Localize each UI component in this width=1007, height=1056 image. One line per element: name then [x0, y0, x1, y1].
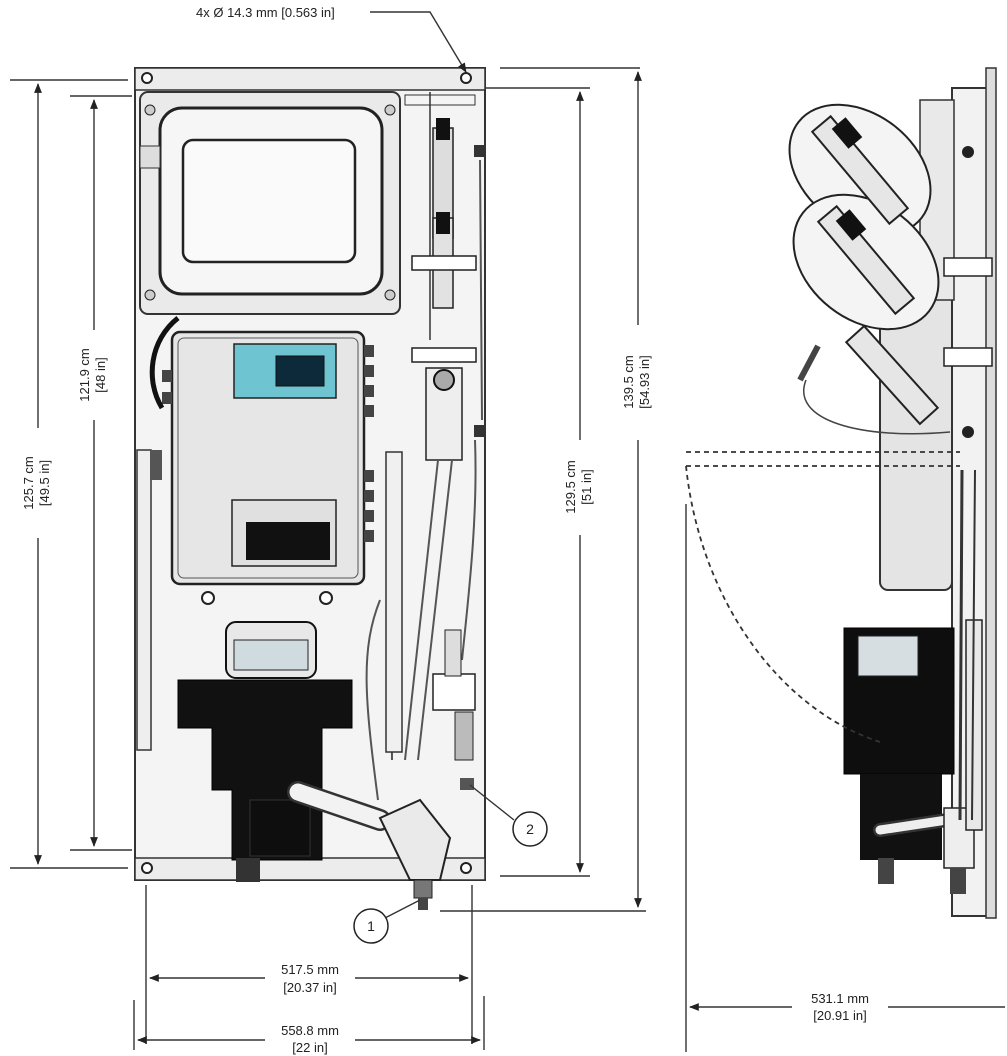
front-view: [134, 67, 486, 910]
display-screen-icon: [275, 355, 325, 387]
width-outer-in: [22 in]: [292, 1040, 327, 1055]
cable: [149, 316, 180, 410]
callout-2: 2: [469, 784, 548, 847]
height-total-in: [54.93 in]: [637, 355, 652, 409]
height-total-cm: 139.5 cm: [621, 355, 636, 408]
controller-enclosure: [162, 330, 374, 605]
width-inner-in: [20.37 in]: [283, 980, 337, 995]
mounting-hole-label: 4x Ø 14.3 mm [0.563 in]: [196, 5, 335, 20]
drain-fitting: [287, 781, 452, 910]
width-outer-mm: 558.8 mm: [281, 1023, 339, 1038]
callout-1: 1: [353, 899, 421, 944]
width-inner-mm: 517.5 mm: [281, 962, 339, 977]
sensor-column: [404, 92, 486, 461]
callout-1-label: 1: [367, 918, 375, 934]
height-overall-in: [49.5 in]: [37, 460, 52, 506]
mounting-hole-icon: [141, 72, 472, 874]
analyzer-body: [177, 621, 353, 882]
height-mount-in: [51 in]: [579, 469, 594, 504]
door-swing-arc: [685, 451, 960, 743]
callout-2-label: 2: [526, 821, 534, 837]
top-enclosure: [139, 91, 401, 315]
height-mount-cm: 129.5 cm: [563, 460, 578, 513]
side-depth-in: [20.91 in]: [813, 1008, 867, 1023]
height-overall-cm: 125.7 cm: [21, 456, 36, 509]
side-view: [685, 67, 997, 919]
height-panel-cm: 121.9 cm: [77, 348, 92, 401]
side-depth-mm: 531.1 mm: [811, 991, 869, 1006]
height-panel-in: [48 in]: [93, 357, 108, 392]
